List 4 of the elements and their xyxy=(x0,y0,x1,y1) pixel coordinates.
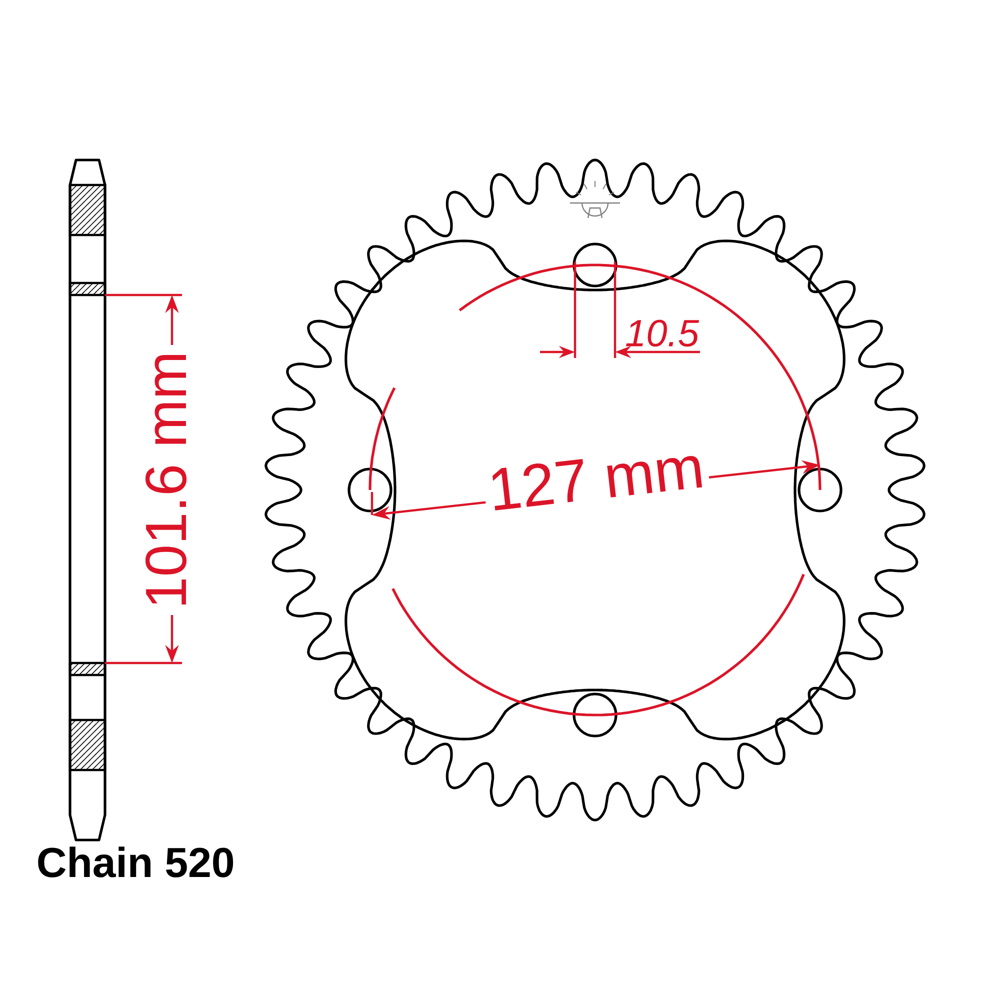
dimension-label: 127 mm xyxy=(482,440,710,516)
dimension-label: 101.6 mm xyxy=(139,345,193,615)
caption-text: Chain 520 xyxy=(38,846,234,878)
dimension-label: 10.5 xyxy=(626,320,700,347)
